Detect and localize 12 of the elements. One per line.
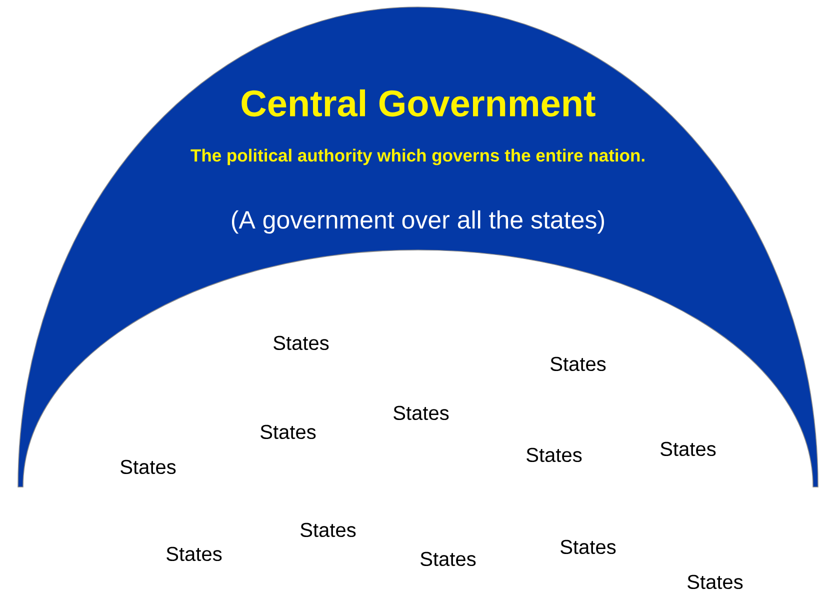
state-label: States [420,552,476,566]
state-label: States [300,522,356,538]
state-label: States [274,336,329,350]
state-label: States [688,574,743,590]
state-label: States [166,546,222,562]
state-label: States [660,442,716,456]
state-label: States [120,460,176,474]
state-label: States [550,356,606,372]
state-label: States [260,424,316,440]
state-label: States [526,448,582,462]
state-label: States [394,406,449,420]
state-label: States [560,540,616,554]
